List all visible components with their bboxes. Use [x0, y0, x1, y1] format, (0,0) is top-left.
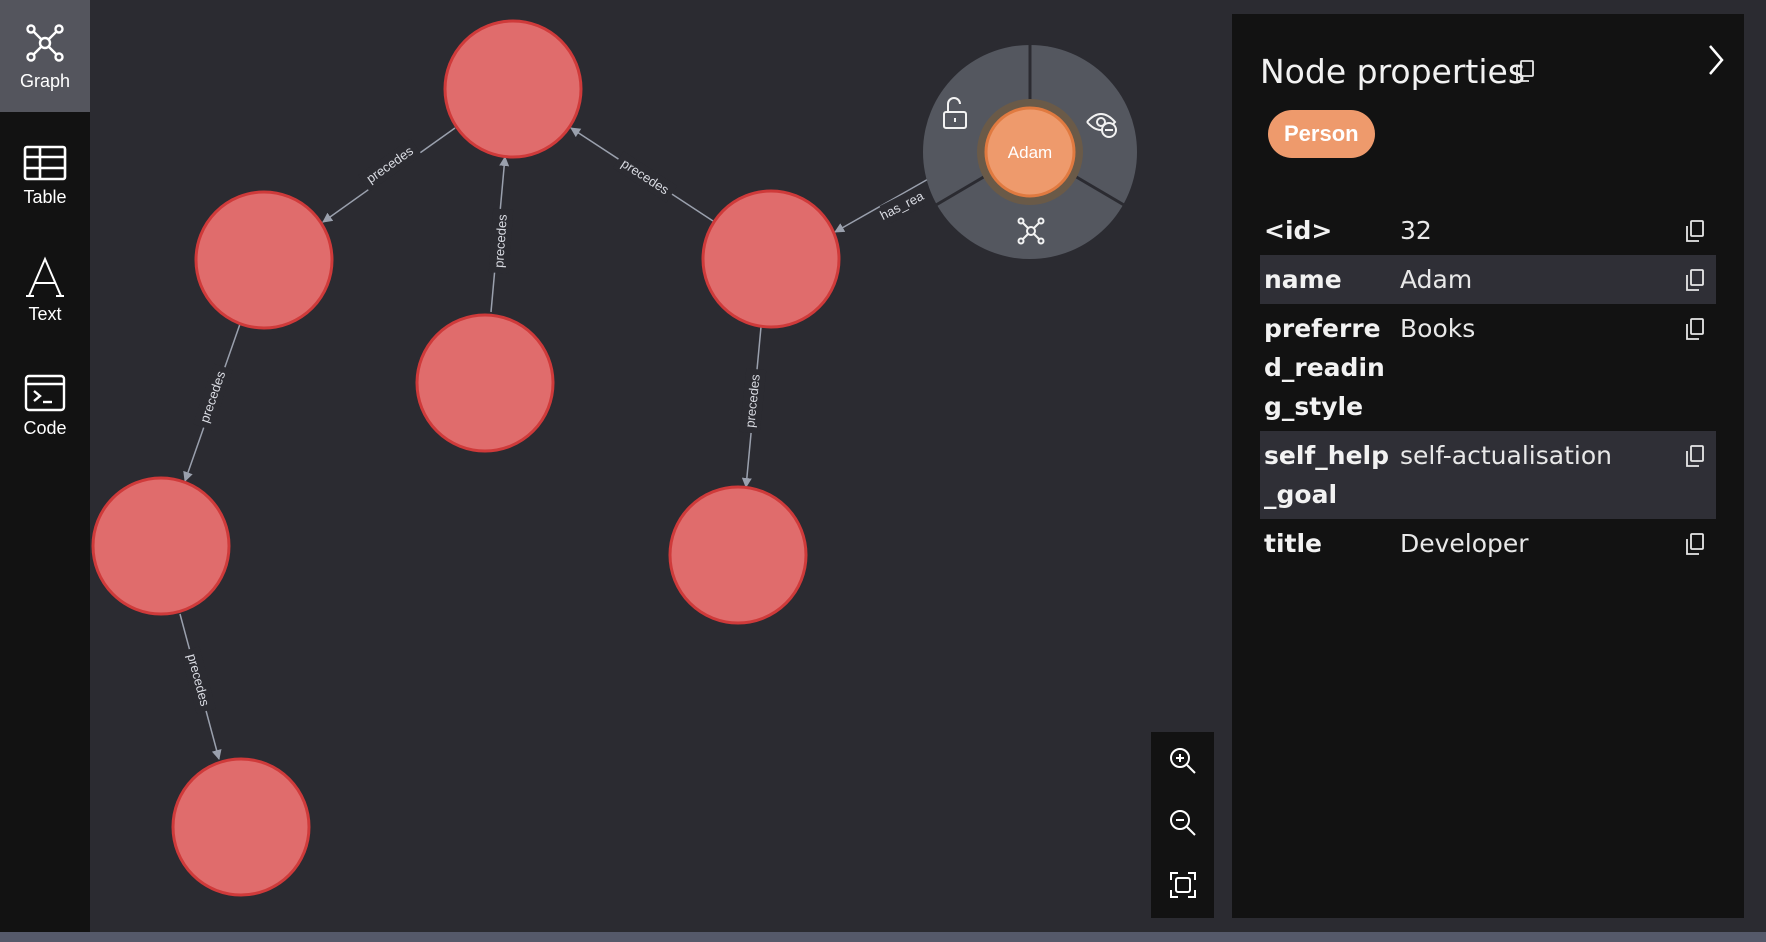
sidebar-item-text[interactable]: Text	[0, 234, 90, 346]
relationship-label: precedes	[742, 373, 763, 428]
sidebar-item-code[interactable]: Code	[0, 350, 90, 462]
selected-node-caption: Adam	[1008, 143, 1052, 162]
graph-node[interactable]	[91, 476, 231, 616]
sidebar-item-graph[interactable]: Graph	[0, 0, 90, 112]
sidebar-item-table[interactable]: Table	[0, 120, 90, 232]
code-icon	[24, 374, 66, 412]
fit-to-screen-button[interactable]	[1163, 867, 1203, 907]
graph-canvas[interactable]: precedes precedes precedes precedes prec…	[90, 0, 1230, 932]
zoom-out-icon	[1168, 808, 1198, 843]
graph-node[interactable]	[194, 190, 334, 330]
property-key: title	[1264, 529, 1322, 558]
copy-icon[interactable]	[1686, 527, 1704, 566]
node-label-badge[interactable]: Person	[1268, 110, 1375, 158]
collapse-panel-button[interactable]	[1700, 42, 1730, 78]
property-value: Adam	[1400, 265, 1473, 294]
copy-icon[interactable]	[1516, 60, 1534, 87]
property-row: self_help_goal self-actualisation	[1260, 431, 1716, 519]
property-row: name Adam	[1260, 255, 1716, 304]
relationship-label: precedes	[197, 369, 229, 425]
properties-table: <id> 32 name Adam preferred_reading_styl…	[1260, 206, 1716, 568]
unlock-icon[interactable]	[943, 97, 967, 129]
text-icon	[25, 255, 65, 298]
graph-node[interactable]	[443, 19, 583, 159]
zoom-out-button[interactable]	[1163, 805, 1203, 845]
copy-icon[interactable]	[1686, 263, 1704, 302]
graph-node[interactable]	[415, 313, 555, 453]
property-key: preferred_reading_style	[1264, 314, 1385, 421]
property-row: <id> 32	[1260, 206, 1716, 255]
sidebar-item-label: Graph	[19, 70, 71, 91]
expand-icon[interactable]	[1017, 217, 1045, 245]
graph-node[interactable]	[701, 189, 841, 329]
sidebar-item-label: Text	[28, 303, 62, 324]
relationship-label: precedes	[364, 143, 417, 186]
copy-icon[interactable]	[1686, 214, 1704, 253]
sidebar: Graph Table Text	[0, 0, 90, 932]
panel-title: Node properties	[1260, 52, 1526, 91]
hide-icon[interactable]	[1086, 113, 1117, 138]
graph-node[interactable]	[668, 485, 808, 625]
selected-node[interactable]	[984, 106, 1076, 198]
zoom-controls	[1151, 732, 1214, 918]
bottom-border	[0, 932, 1766, 942]
property-value: Books	[1400, 314, 1476, 343]
property-value: Developer	[1400, 529, 1529, 558]
copy-icon[interactable]	[1686, 439, 1704, 478]
property-key: name	[1264, 265, 1342, 294]
fit-to-screen-icon	[1168, 870, 1198, 905]
property-key: <id>	[1264, 216, 1333, 245]
chevron-right-icon	[1700, 45, 1730, 82]
sidebar-item-label: Table	[23, 186, 67, 207]
property-row: preferred_reading_style Books	[1260, 304, 1716, 431]
copy-icon[interactable]	[1686, 312, 1704, 351]
graph-node[interactable]	[171, 757, 311, 897]
property-row: title Developer	[1260, 519, 1716, 568]
property-value: self-actualisation	[1400, 441, 1612, 470]
zoom-in-icon	[1168, 746, 1198, 781]
graph-icon	[23, 21, 67, 65]
sidebar-item-label: Code	[23, 417, 67, 438]
property-key: self_help_goal	[1264, 441, 1389, 509]
node-properties-panel: Node properties Person <id> 32 name Adam…	[1232, 14, 1744, 918]
relationship-label: precedes	[491, 213, 510, 268]
table-icon	[23, 145, 67, 181]
zoom-in-button[interactable]	[1163, 743, 1203, 783]
property-value: 32	[1400, 216, 1432, 245]
